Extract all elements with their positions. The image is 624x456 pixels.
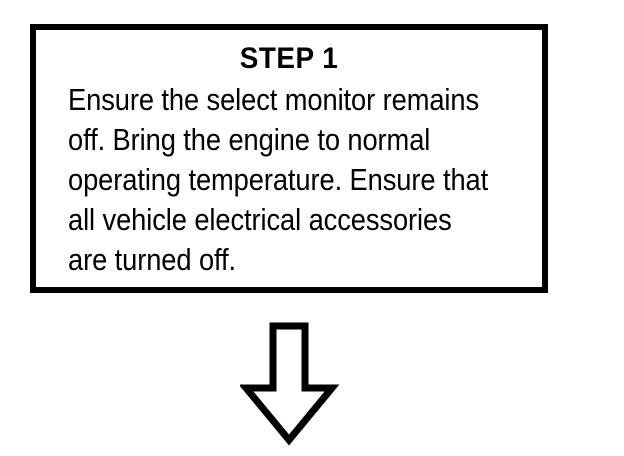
step-1-instruction-box: STEP 1 Ensure the select monitor remains… bbox=[30, 24, 548, 293]
body-line-5: are turned off. bbox=[68, 242, 237, 277]
step-body-text: Ensure the select monitor remains off. B… bbox=[68, 80, 538, 280]
arrow-down-outline-icon bbox=[240, 322, 340, 446]
body-line-3: operating temperature. Ensure that bbox=[68, 162, 489, 197]
body-line-1: Ensure the select monitor remains bbox=[68, 82, 480, 117]
arrow-down-icon bbox=[240, 318, 345, 450]
body-line-4: all vehicle electrical accessories bbox=[68, 202, 452, 237]
step-heading: STEP 1 bbox=[239, 42, 339, 75]
arrow-down-shape bbox=[240, 322, 340, 446]
body-line-2: off. Bring the engine to normal bbox=[68, 122, 431, 157]
